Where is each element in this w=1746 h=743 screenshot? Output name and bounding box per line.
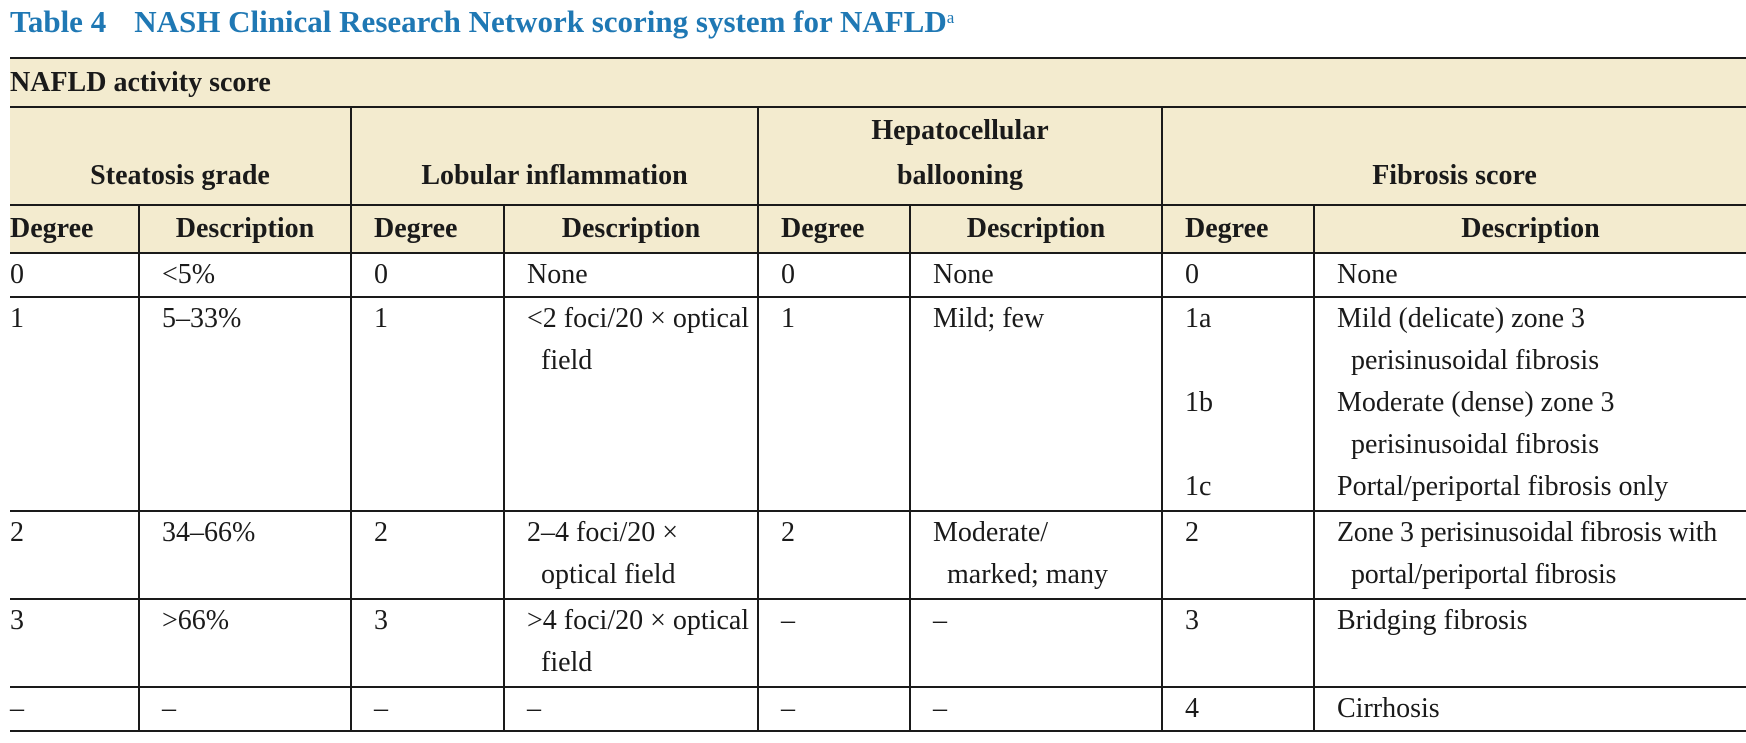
steatosis-degree: 1 [10, 297, 139, 512]
inflammation-description: >4 foci/20 × optical field [503, 599, 758, 688]
ballooning-degree: – [757, 687, 910, 732]
steatosis-description: 34–66% [138, 511, 351, 600]
subheader-description: Description [1313, 205, 1746, 254]
table-row: 1 5–33% 1 <2 foci/20 × optical field 1 M… [10, 297, 1746, 512]
group-fibrosis-score: Fibrosis score [1161, 107, 1746, 206]
table-caption: Table 4 NASH Clinical Research Network sc… [10, 4, 954, 40]
inflammation-description: <2 foci/20 × optical field [503, 297, 758, 512]
inflammation-degree: 2 [350, 511, 504, 600]
steatosis-degree: – [10, 687, 139, 732]
fibrosis-description-1a: Mild (delicate) zone 3 perisinusoidal fi… [1337, 303, 1600, 376]
ballooning-description: None [909, 253, 1162, 298]
group-lobular-inflammation: Lobular inflammation [350, 107, 758, 206]
table-row: – – – – – – 4 Cirrhosis [10, 687, 1746, 732]
fibrosis-degree-1c: 1c [1185, 471, 1212, 502]
fibrosis-degree: 4 [1161, 687, 1314, 732]
table-row: 3 >66% 3 >4 foci/20 × optical field – – … [10, 599, 1746, 688]
steatosis-description: >66% [138, 599, 351, 688]
subheader-degree: Degree [10, 205, 139, 254]
inflammation-description: – [503, 687, 758, 732]
subheader-degree: Degree [757, 205, 910, 254]
fibrosis-description: Cirrhosis [1313, 687, 1746, 732]
steatosis-description: 5–33% [138, 297, 351, 512]
fibrosis-description: Bridging fibrosis [1313, 599, 1746, 688]
table-title: NASH Clinical Research Network scoring s… [134, 4, 947, 39]
fibrosis-degree: 1a 1b 1c [1161, 297, 1314, 512]
ballooning-degree: 2 [757, 511, 910, 600]
subheader-description: Description [503, 205, 758, 254]
fibrosis-degree: 3 [1161, 599, 1314, 688]
subheader-degree: Degree [1161, 205, 1314, 254]
table-number: Table 4 [10, 4, 107, 39]
table-row: 0 <5% 0 None 0 None 0 None [10, 253, 1746, 298]
ballooning-description: Moderate/ marked; many [909, 511, 1162, 600]
inflammation-degree: 0 [350, 253, 504, 298]
inflammation-description: 2–4 foci/20 × optical field [503, 511, 758, 600]
inflammation-degree: – [350, 687, 504, 732]
subheader-description: Description [909, 205, 1162, 254]
footnote-mark: a [946, 8, 955, 27]
fibrosis-degree-1a: 1a [1185, 303, 1212, 334]
inflammation-degree: 1 [350, 297, 504, 512]
group-steatosis-grade: Steatosis grade [10, 107, 351, 206]
steatosis-description: – [138, 687, 351, 732]
steatosis-description: <5% [138, 253, 351, 298]
scoring-table: NAFLD activity score Steatosis grade Lob… [10, 57, 1746, 732]
subheader-description: Description [138, 205, 351, 254]
fibrosis-description-1b: Moderate (dense) zone 3 perisinusoidal f… [1337, 387, 1615, 460]
fibrosis-degree: 0 [1161, 253, 1314, 298]
fibrosis-description-1c: Portal/periportal fibrosis only [1337, 471, 1669, 502]
ballooning-degree: – [757, 599, 910, 688]
ballooning-degree: 1 [757, 297, 910, 512]
table-row: 2 34–66% 2 2–4 foci/20 × optical field 2… [10, 511, 1746, 600]
steatosis-degree: 0 [10, 253, 139, 298]
inflammation-description: None [503, 253, 758, 298]
group-hepatocellular-ballooning: Hepatocellular ballooning [757, 107, 1162, 206]
inflammation-degree: 3 [350, 599, 504, 688]
fibrosis-description: Mild (delicate) zone 3 perisinusoidal fi… [1313, 297, 1746, 512]
steatosis-degree: 2 [10, 511, 139, 600]
ballooning-degree: 0 [757, 253, 910, 298]
fibrosis-description: None [1313, 253, 1746, 298]
steatosis-degree: 3 [10, 599, 139, 688]
fibrosis-degree-1b: 1b [1185, 387, 1213, 418]
fibrosis-degree: 2 [1161, 511, 1314, 600]
subheader-degree: Degree [350, 205, 504, 254]
ballooning-description: Mild; few [909, 297, 1162, 512]
nafld-activity-score-band: NAFLD activity score [10, 57, 1746, 108]
fibrosis-description: Zone 3 perisinusoidal fibrosis with port… [1313, 511, 1746, 600]
ballooning-description: – [909, 687, 1162, 732]
ballooning-description: – [909, 599, 1162, 688]
